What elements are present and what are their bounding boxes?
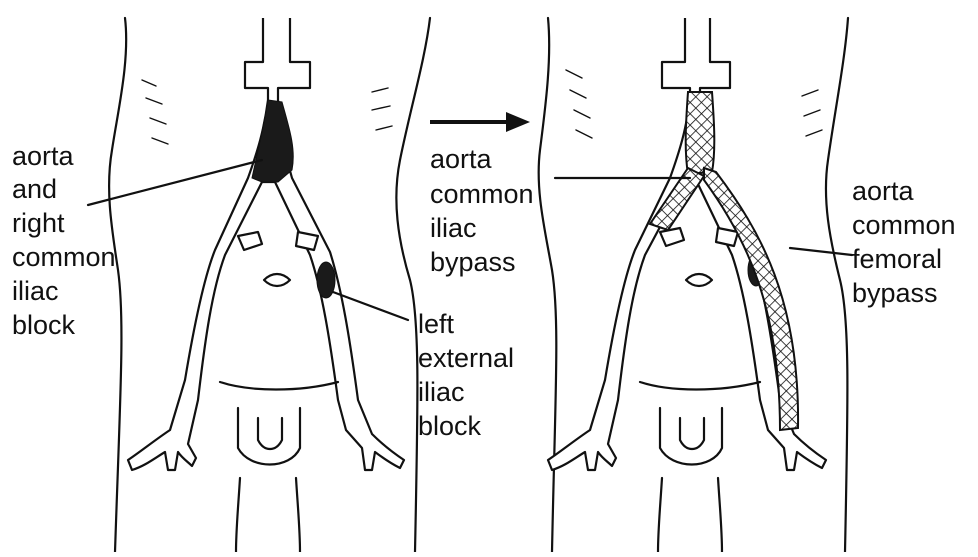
leg-inner-left-after bbox=[658, 478, 662, 552]
bladder-after bbox=[660, 408, 722, 465]
leg-inner-right-after bbox=[718, 478, 722, 552]
internal-iliac-stub-right bbox=[238, 232, 262, 250]
label-left-external-iliac-block: left external iliac block bbox=[418, 309, 522, 441]
label-aorta-right-iliac-block: aorta and right common iliac block bbox=[12, 141, 123, 340]
leader-line-femoral-bypass bbox=[790, 248, 852, 255]
bladder-u bbox=[258, 418, 282, 449]
pelvis-line bbox=[220, 382, 338, 390]
body-outline-left-side-after bbox=[539, 18, 557, 552]
bladder bbox=[238, 408, 300, 465]
aorta-vessel bbox=[128, 18, 404, 470]
label-aorta-common-iliac-bypass: aorta common iliac bypass bbox=[430, 144, 541, 277]
bladder-u-after bbox=[680, 418, 704, 449]
panel-after: aorta common iliac bypass aorta common f… bbox=[430, 18, 963, 552]
pelvis-line-after bbox=[640, 382, 760, 390]
body-outline-right-side-after bbox=[826, 18, 848, 552]
body-outline-right-side bbox=[396, 18, 430, 552]
leg-inner-left bbox=[236, 478, 240, 552]
leg-inner-right bbox=[296, 478, 300, 552]
aorta-graft-trunk bbox=[686, 92, 715, 174]
leader-line-aorta-block bbox=[88, 160, 262, 205]
navel bbox=[264, 274, 290, 286]
navel-after bbox=[686, 274, 712, 286]
transition-arrow bbox=[430, 112, 530, 132]
internal-iliac-stub-left-after bbox=[716, 228, 738, 246]
aorta-block-shading bbox=[252, 100, 293, 182]
panel-before: aorta and right common iliac block left … bbox=[12, 18, 522, 552]
label-aorta-common-femoral-bypass: aorta common femoral bypass bbox=[852, 176, 963, 308]
internal-iliac-stub-left bbox=[296, 232, 318, 250]
body-outline-left-side bbox=[109, 18, 126, 552]
internal-iliac-stub-right-after bbox=[660, 228, 684, 246]
